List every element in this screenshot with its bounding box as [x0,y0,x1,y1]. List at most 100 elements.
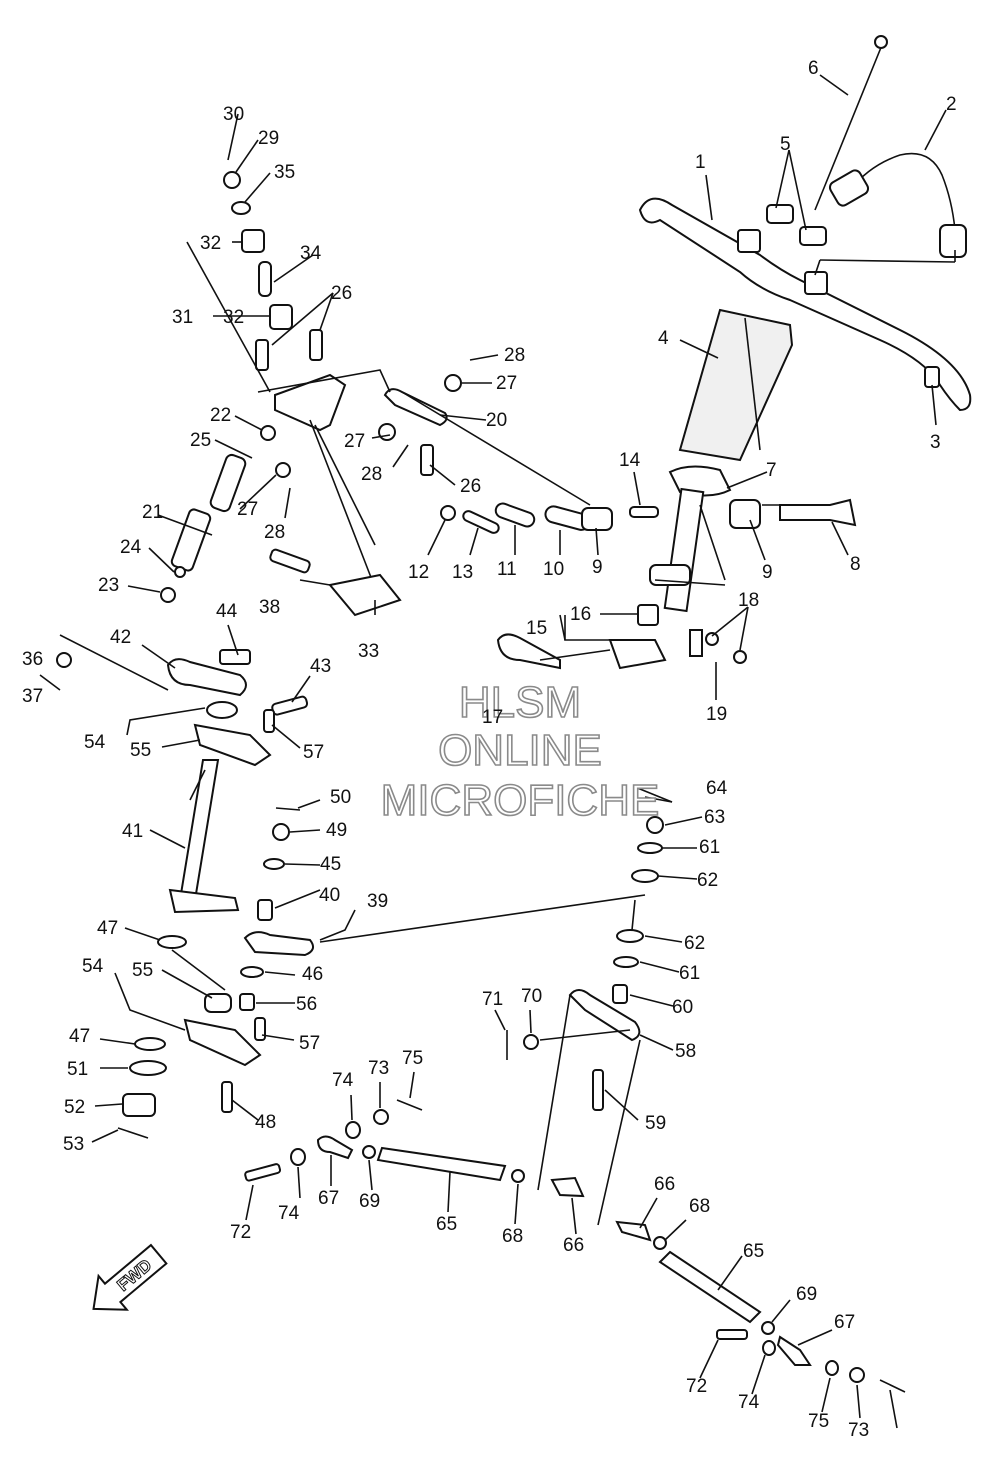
callout-11: 11 [497,559,517,580]
callout-65b: 65 [743,1241,764,1262]
washer-27-c [378,423,396,441]
clamp-9-right [729,499,761,529]
callout-52: 52 [64,1097,85,1118]
callout-72b: 72 [686,1376,707,1397]
callout-49: 49 [326,820,347,841]
nut-63 [646,816,664,834]
callout-17: 17 [482,707,503,728]
callout-73a: 73 [368,1058,389,1079]
washer-61a [637,842,663,854]
leader-lines [39,74,956,1429]
bolt-57a [263,709,275,733]
washer-74d [825,1360,839,1376]
washer-47b [134,1037,166,1051]
callout-64: 64 [706,778,728,799]
callout-28b: 28 [361,464,382,485]
callout-14: 14 [619,450,641,471]
pin-75a [396,1099,423,1111]
pin-64 [644,796,673,803]
nut-73a [373,1109,389,1125]
callout-43: 43 [310,656,331,677]
nut-70 [523,1034,539,1050]
washer-27-a [275,462,291,478]
callout-labels: 1 2 3 4 5 6 7 8 9 9 10 11 12 13 14 15 16… [22,58,957,1441]
washer-35-part [231,201,251,215]
callout-62b: 62 [684,933,705,954]
part-drawings [56,35,972,1393]
washer-74c [762,1340,776,1356]
callout-32b: 32 [223,307,244,328]
callout-65a: 65 [436,1214,457,1235]
callout-69a: 69 [359,1191,380,1212]
nut-18a [705,632,719,646]
watermark: HLSM ONLINE MICROFICHE [380,677,660,826]
pin-75b [879,1379,906,1393]
rod-33-part [309,419,373,581]
arm-58-part [568,989,641,1042]
callout-26b: 26 [460,476,481,497]
tie-rod-65a [376,1146,507,1182]
tie-rod-65b [658,1250,762,1324]
callout-74a: 74 [332,1070,354,1091]
cable-end-lower [939,224,967,258]
callout-6: 6 [808,58,819,79]
callout-16: 16 [570,604,591,625]
callout-44: 44 [216,601,238,622]
callout-13: 13 [452,562,473,583]
callout-28c: 28 [264,522,285,543]
callout-37: 37 [22,686,43,707]
callout-3: 3 [930,432,941,453]
bracket-33-part [328,573,402,617]
steering-shaft-part [663,487,705,613]
callout-10: 10 [543,559,564,580]
callout-18: 18 [738,590,759,611]
bolt-57b [254,1017,266,1041]
callout-54b: 54 [82,956,104,977]
watermark-line1: HLSM [459,678,581,727]
washer-74a [345,1121,361,1139]
bolt-26d [309,329,323,361]
callout-72a: 72 [230,1222,251,1243]
callout-15: 15 [526,618,547,639]
washer-62b [616,929,644,943]
nut-29-part [223,171,241,189]
watermark-line3: MICROFICHE [381,776,660,825]
nut-69a [362,1145,376,1159]
callout-5: 5 [780,134,791,155]
bolt-59 [592,1069,604,1111]
washer-47a [157,935,187,949]
callout-27a: 27 [496,373,517,394]
handlebar-part [638,197,972,412]
nut-12-part [440,505,456,521]
nut-68b [653,1236,667,1250]
nut-73b [849,1367,865,1383]
bracket-19 [689,629,703,657]
bolt-72b [716,1329,748,1340]
nut-24 [174,566,186,578]
bolt-38-part [269,548,311,574]
callout-61b: 61 [679,963,700,984]
callout-21: 21 [142,502,163,523]
callout-67a: 67 [318,1188,339,1209]
callout-47a: 47 [97,918,118,939]
tube-22-part [209,453,247,513]
callout-54a: 54 [84,732,106,753]
callout-74c: 74 [738,1392,760,1413]
tie-rod-end-67a [316,1135,354,1160]
callout-25: 25 [190,430,211,451]
spacer-60 [612,984,628,1004]
callout-67b: 67 [834,1312,855,1333]
column-cover-part [678,308,794,462]
throttle-cable-part [849,152,956,231]
spacer-32b [269,304,293,330]
callout-68b: 68 [689,1196,710,1217]
callout-32a: 32 [200,233,221,254]
callout-62a: 62 [697,870,718,891]
link-11-part [494,502,536,528]
spacer-32a [241,229,265,253]
callout-35: 35 [274,162,295,183]
bolt-8-part [779,498,857,527]
callout-29: 29 [258,128,279,149]
bolt-72a [244,1163,282,1182]
